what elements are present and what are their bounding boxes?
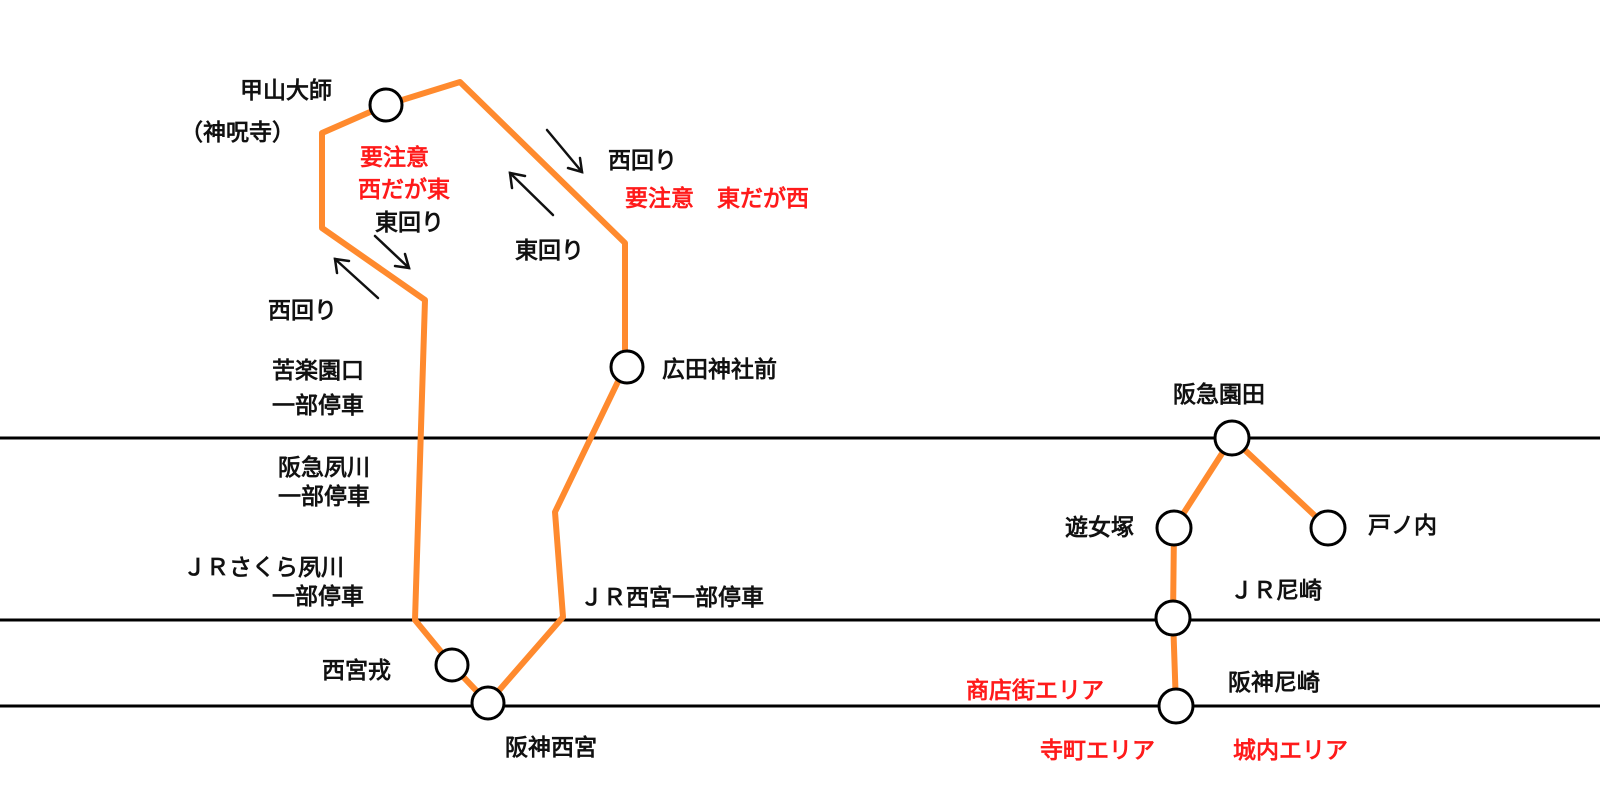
warning-right: 要注意 東だが西 [625,185,809,212]
station-kabutoyama[interactable] [368,87,404,123]
warning-left-line1: 要注意 [360,144,429,171]
label-hankyu-shukugawa-note: 一部停車 [278,483,370,510]
label-yunazuka: 遊女塚 [1065,514,1134,541]
area-shopping: 商店街エリア [966,677,1104,704]
station-hanshin-amagasaki[interactable] [1157,687,1195,725]
label-west-loop-left: 西回り [268,298,337,324]
label-kurakuenguchi: 苦楽園口 [272,357,364,384]
label-east-loop-right: 東回り [515,238,584,264]
label-jr-sakura-shukugawa: ＪＲさくら夙川 [183,555,344,581]
arrow-east-right [508,171,555,217]
label-east-loop-left: 東回り [375,210,444,236]
arrow-west-right [545,128,584,174]
station-hirota[interactable] [609,349,645,385]
label-hankyu-sonoda: 阪急園田 [1173,381,1265,408]
station-jr-amagasaki[interactable] [1154,599,1192,637]
label-kabutoyama-sub: （神呪寺） [180,119,295,146]
station-hanshin-nishinomiya[interactable] [470,685,506,721]
warning-left-line2: 西だが東 [358,176,450,203]
area-teramachi: 寺町エリア [1040,738,1155,764]
label-nishinomiya-ebisu: 西宮戎 [322,657,391,684]
label-kabutoyama: 甲山大師 [240,77,332,104]
label-west-loop-right: 西回り [608,148,677,174]
label-hanshin-nishinomiya: 阪神西宮 [505,734,597,761]
station-nishinomiya-ebisu[interactable] [434,647,470,683]
label-kurakuenguchi-note: 一部停車 [272,392,364,419]
label-tonouchi: 戸ノ内 [1368,513,1437,539]
label-hankyu-shukugawa: 阪急夙川 [278,454,370,481]
station-hankyu-sonoda[interactable] [1213,419,1251,457]
label-hanshin-amagasaki: 阪神尼崎 [1228,669,1320,696]
amagasaki-route [1170,435,1331,709]
station-tonouchi[interactable] [1309,509,1347,547]
station-yunazuka[interactable] [1155,509,1193,547]
label-jr-nishinomiya: ＪＲ西宮一部停車 [580,584,764,611]
label-hirota: 広田神社前 [662,356,777,383]
arrow-east-left [373,234,411,270]
arrow-west-left [333,257,380,300]
label-jr-sakura-shukugawa-note: 一部停車 [272,583,364,610]
area-jonai: 城内エリア [1233,737,1348,764]
label-jr-amagasaki: ＪＲ尼崎 [1230,578,1322,604]
